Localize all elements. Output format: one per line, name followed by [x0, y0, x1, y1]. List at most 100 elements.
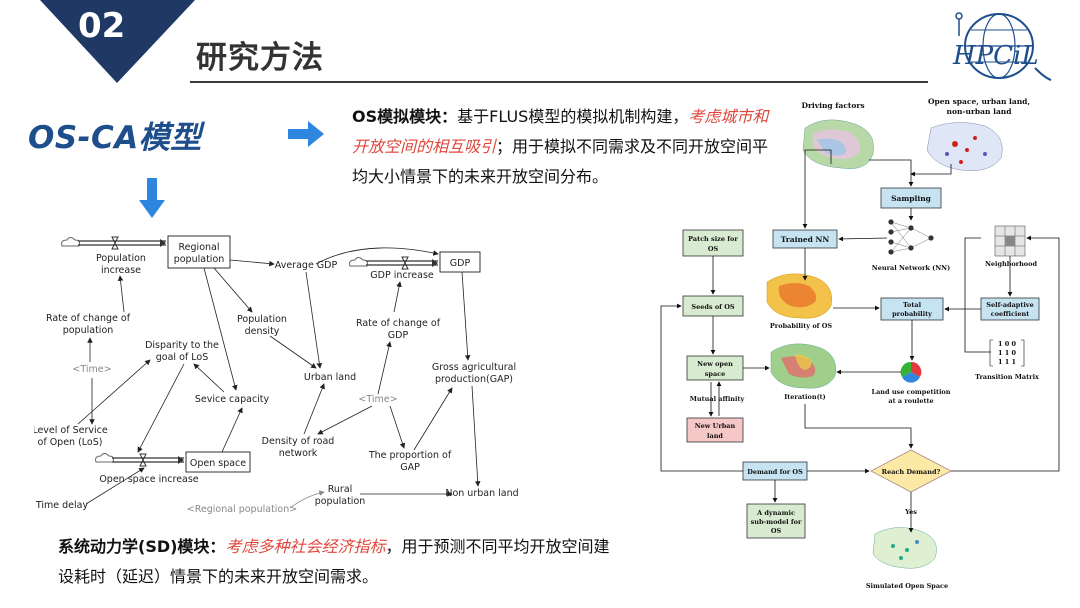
variable-label: network — [279, 448, 318, 459]
flus-label: coefficient — [991, 310, 1030, 318]
stock-gdp — [439, 251, 481, 273]
os-module-highlight: 考虑城市和开放空间的相互吸引 — [352, 107, 769, 156]
variable-label: population — [315, 496, 366, 507]
variable-label: population — [63, 325, 114, 336]
transition-matrix: 1 0 0 1 1 0 1 1 1 — [989, 339, 1025, 367]
variable-label: Average GDP — [275, 260, 338, 271]
variable-label: Rate of change of — [46, 313, 131, 324]
flus-label: OS — [771, 527, 782, 535]
sd-module-description: 系统动力学(SD)模块：考虑多种社会经济指标，用于预测不同平均开放空间建设耗时（… — [58, 532, 618, 592]
system-dynamics-diagram: Regional population GDP Open space Popul… — [34, 235, 519, 515]
flus-label: Reach Demand? — [882, 468, 941, 476]
valve-icon — [111, 236, 409, 467]
variable-label: Level of Service — [34, 425, 108, 436]
probability-map-icon — [766, 273, 832, 319]
neighborhood-grid-icon — [994, 225, 1026, 257]
shadow-variable-label: <Time> — [72, 364, 111, 375]
flus-label: probability — [892, 310, 932, 318]
stock-label: population — [174, 254, 225, 265]
variable-label: Rate of change of — [356, 318, 441, 329]
flus-label: OS — [708, 245, 719, 253]
dynamic-sub-model-box — [746, 503, 806, 539]
flus-label: Land use competition — [872, 388, 951, 396]
os-module-heading: OS模拟模块： — [352, 107, 458, 126]
os-module-text-end: ；用于模拟不同需求及不同开放空间平均大小情景下的未来开放空间分布。 — [352, 137, 769, 186]
driving-factors-map-icon — [802, 119, 874, 169]
flus-label: Driving factors — [801, 101, 864, 110]
stock-regional-population — [167, 235, 231, 269]
variable-label: Rural — [328, 484, 353, 495]
stock-label: GDP — [450, 258, 471, 269]
new-urban-land-box — [686, 417, 744, 443]
flus-label: A dynamic — [756, 509, 795, 517]
logo-text: HPCiL — [952, 41, 1039, 71]
flow-label: Population — [96, 253, 146, 264]
flus-label: Trained NN — [781, 235, 830, 244]
section-title: 研究方法 — [196, 40, 324, 76]
arrow-down-icon — [139, 178, 165, 218]
patch-size-box — [682, 229, 744, 257]
section-number-badge — [40, 0, 195, 83]
flus-label: non-urban land — [947, 107, 1013, 116]
variable-label: Urban land — [304, 372, 356, 383]
flus-label: land — [707, 432, 723, 440]
stock-label: Regional — [179, 242, 220, 253]
sd-module-text: ，用于预测不同平均开放空间建设耗时（延迟）情景下的未来开放空间需求。 — [58, 537, 610, 586]
sd-module-highlight: 考虑多种社会经济指标 — [225, 537, 386, 556]
flow-label: Open space increase — [99, 474, 198, 485]
flus-label: Neighborhood — [985, 260, 1038, 268]
neural-network-icon — [888, 219, 934, 255]
shadow-variable-label: <Regional population> — [187, 504, 297, 515]
flus-label: Probability of OS — [770, 322, 832, 330]
flus-label: Demand for OS — [747, 468, 803, 476]
flus-label: space — [705, 370, 726, 378]
variable-label: Density of road — [262, 436, 335, 447]
flus-label: New open — [697, 360, 733, 368]
shadow-variable-label: <Time> — [358, 394, 397, 405]
flus-label: Iteration(t) — [784, 393, 826, 401]
sd-module-heading: 系统动力学(SD)模块： — [58, 537, 226, 556]
variable-label: Disparity to the — [145, 340, 219, 351]
flus-label: at a roulette — [888, 397, 933, 405]
land-use-map-icon — [926, 122, 1003, 171]
new-open-space-box — [686, 355, 744, 381]
variable-label: Population — [237, 314, 287, 325]
variable-label: production(GAP) — [435, 374, 513, 385]
matrix-row: 1 0 0 — [998, 340, 1017, 348]
matrix-row: 1 1 0 — [998, 349, 1017, 357]
flus-label: Transition Matrix — [975, 373, 1039, 381]
flus-label: Patch size for — [688, 235, 738, 243]
section-number: 02 — [78, 6, 126, 46]
flow-label: GDP increase — [370, 270, 434, 281]
variable-label: density — [245, 326, 280, 337]
os-module-text: 基于FLUS模型的模拟机制构建， — [457, 107, 689, 126]
flus-label: Self-adaptive — [986, 301, 1033, 309]
globe-logo-icon: HPCiL — [952, 12, 1052, 81]
stock-open-space — [185, 451, 251, 473]
flus-model-flowchart: Driving factors Open space, urban land, … — [660, 97, 1060, 590]
variable-label: goal of LoS — [156, 352, 208, 363]
flus-label: Total — [903, 301, 922, 309]
roulette-wheel-icon — [900, 361, 922, 383]
simulated-map-icon — [872, 527, 937, 569]
flus-label: Seeds of OS — [691, 303, 734, 311]
flus-label: sub-model for — [751, 518, 802, 526]
matrix-row: 1 1 1 — [998, 358, 1016, 366]
variable-label: GAP — [400, 462, 420, 473]
stock-label: Open space — [190, 458, 246, 469]
flus-label: Mutual affinity — [690, 395, 745, 403]
os-module-description: OS模拟模块：基于FLUS模型的模拟机制构建，考虑城市和开放空间的相互吸引；用于… — [352, 102, 782, 192]
title-divider — [190, 81, 928, 83]
variable-label: Sevice capacity — [195, 394, 270, 405]
flus-label: Neural Network (NN) — [872, 264, 950, 272]
flus-label: Simulated Open Space — [866, 582, 948, 590]
variable-label: of Open (LoS) — [38, 437, 103, 448]
variable-label: Non urban land — [445, 488, 518, 499]
arrow-right-icon — [288, 121, 324, 147]
flus-label: Sampling — [891, 194, 932, 203]
variable-label: Gross agricultural — [432, 362, 516, 373]
flow-label: increase — [101, 265, 141, 276]
variable-label: Time delay — [35, 500, 89, 511]
variable-label: The proportion of — [368, 450, 452, 461]
variable-label: GDP — [388, 330, 409, 341]
